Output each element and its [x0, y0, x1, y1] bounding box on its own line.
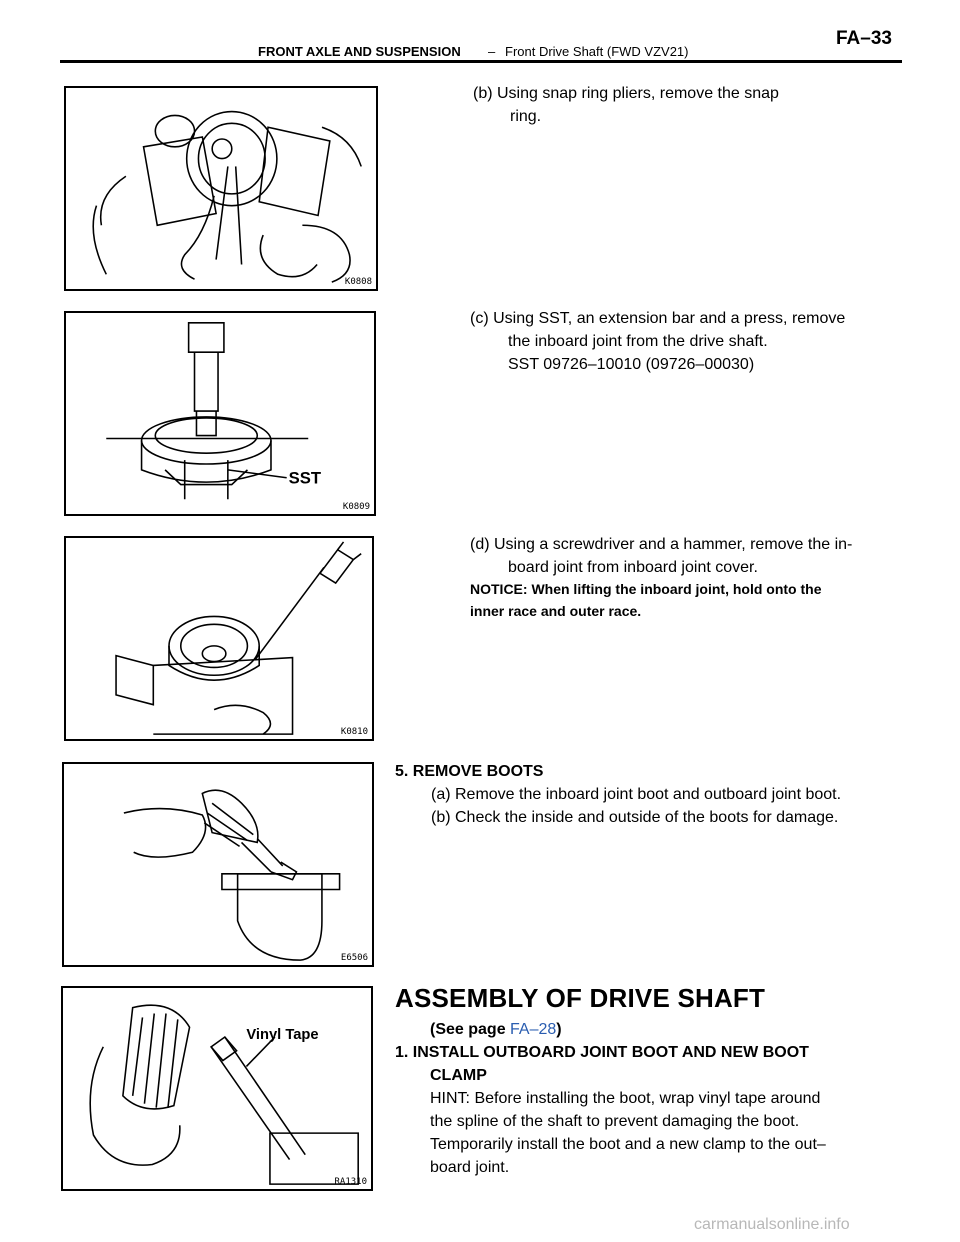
header-subsection-title: Front Drive Shaft (FWD VZV21): [505, 44, 689, 59]
vinyl-tape-illustration: Vinyl Tape: [89, 1004, 359, 1185]
header-rule: [60, 60, 902, 63]
figure-snap-ring-removal: K0808: [64, 86, 378, 291]
watermark: carmanualsonline.info: [694, 1216, 850, 1233]
screwdriver-illustration: [115, 541, 362, 735]
press-illustration: SST: [106, 322, 321, 500]
figure-code: K0810: [340, 727, 368, 737]
see-page-link[interactable]: FA–28: [510, 1021, 557, 1038]
see-page-prefix: (See page: [430, 1021, 511, 1038]
hint-line1: HINT: Before installing the boot, wrap v…: [430, 1090, 821, 1107]
snap-ring-illustration: [92, 110, 362, 283]
step1-title-line1: 1. INSTALL OUTBOARD JOINT BOOT AND NEW B…: [395, 1044, 809, 1061]
page-number: FA–33: [836, 28, 892, 49]
vinyl-tape-label: Vinyl Tape: [246, 1027, 318, 1043]
figure-vinyl-tape: Vinyl Tape RA1310: [61, 986, 373, 1191]
header-separator: –: [488, 44, 496, 59]
figure-screwdriver-removal: K0810: [64, 536, 374, 741]
step-c-line2: the inboard joint from the drive shaft.: [508, 333, 768, 350]
step-d-line1: (d) Using a screwdriver and a hammer, re…: [470, 536, 853, 553]
see-page-suffix: ): [556, 1021, 562, 1038]
figure-inboard-joint-press: SST K0809: [64, 311, 376, 516]
step5-b: (b) Check the inside and outside of the …: [431, 809, 839, 826]
step5-title: 5. REMOVE BOOTS: [395, 763, 544, 780]
step-b-line2: ring.: [510, 108, 542, 125]
hint-line3: Temporarily install the boot and a new c…: [430, 1136, 826, 1153]
notice-line2: inner race and outer race.: [470, 603, 642, 619]
figure-code: E6506: [340, 953, 368, 963]
boot-illustration: [123, 789, 341, 961]
notice-line1: NOTICE: When lifting the inboard joint, …: [470, 581, 822, 597]
figure-code: K0809: [342, 502, 370, 512]
figure-boot-removal: E6506: [62, 762, 374, 967]
hint-line2: the spline of the shaft to prevent damag…: [430, 1113, 800, 1130]
step-d-line2: board joint from inboard joint cover.: [508, 559, 758, 576]
step-c-sst-number: SST 09726–10010 (09726–00030): [508, 356, 755, 373]
header-section-title: FRONT AXLE AND SUSPENSION: [258, 44, 461, 59]
step-c-line1: (c) Using SST, an extension bar and a pr…: [470, 310, 846, 327]
sst-label: SST: [289, 469, 321, 488]
step1-title-line2: CLAMP: [430, 1067, 487, 1084]
step-b-line1: (b) Using snap ring pliers, remove the s…: [473, 85, 779, 102]
figure-code: RA1310: [334, 1177, 367, 1187]
step5-a: (a) Remove the inboard joint boot and ou…: [431, 786, 842, 803]
figure-code: K0808: [344, 277, 372, 287]
hint-line4: board joint.: [430, 1159, 510, 1176]
assembly-heading: ASSEMBLY OF DRIVE SHAFT: [395, 983, 766, 1013]
see-page-reference: (See page FA–28): [430, 1018, 562, 1041]
